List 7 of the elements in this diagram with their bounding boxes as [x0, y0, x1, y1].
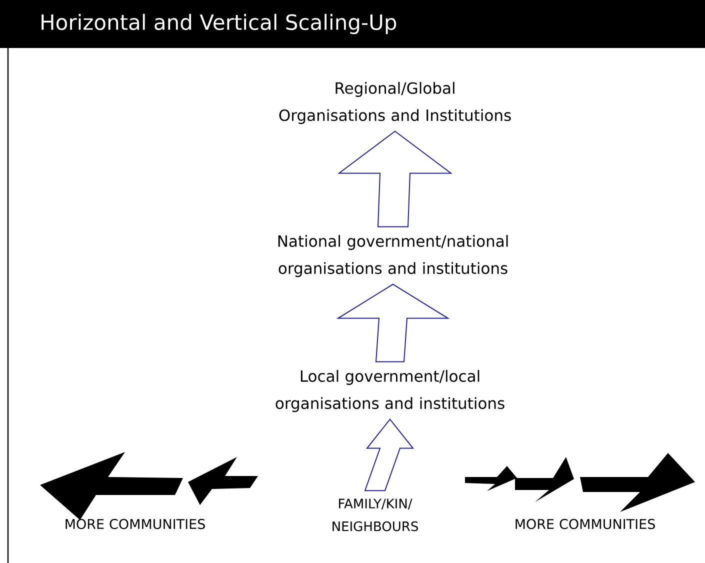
text-label: MORE COMMUNITIES — [516, 518, 655, 530]
title-bar: Horizontal and Vertical Scaling-Up — [0, 0, 705, 48]
text-label: Local government/local organisations and institutions — [276, 370, 504, 412]
text-label: FAMILY/KIN/ NEIGHBOURS — [332, 498, 418, 532]
text-label: Regional/Global Organisations and Institutions — [279, 82, 511, 124]
text-label: National government/national organisations and institutions — [278, 234, 508, 278]
text-label: MORE COMMUNITIES — [66, 518, 205, 530]
